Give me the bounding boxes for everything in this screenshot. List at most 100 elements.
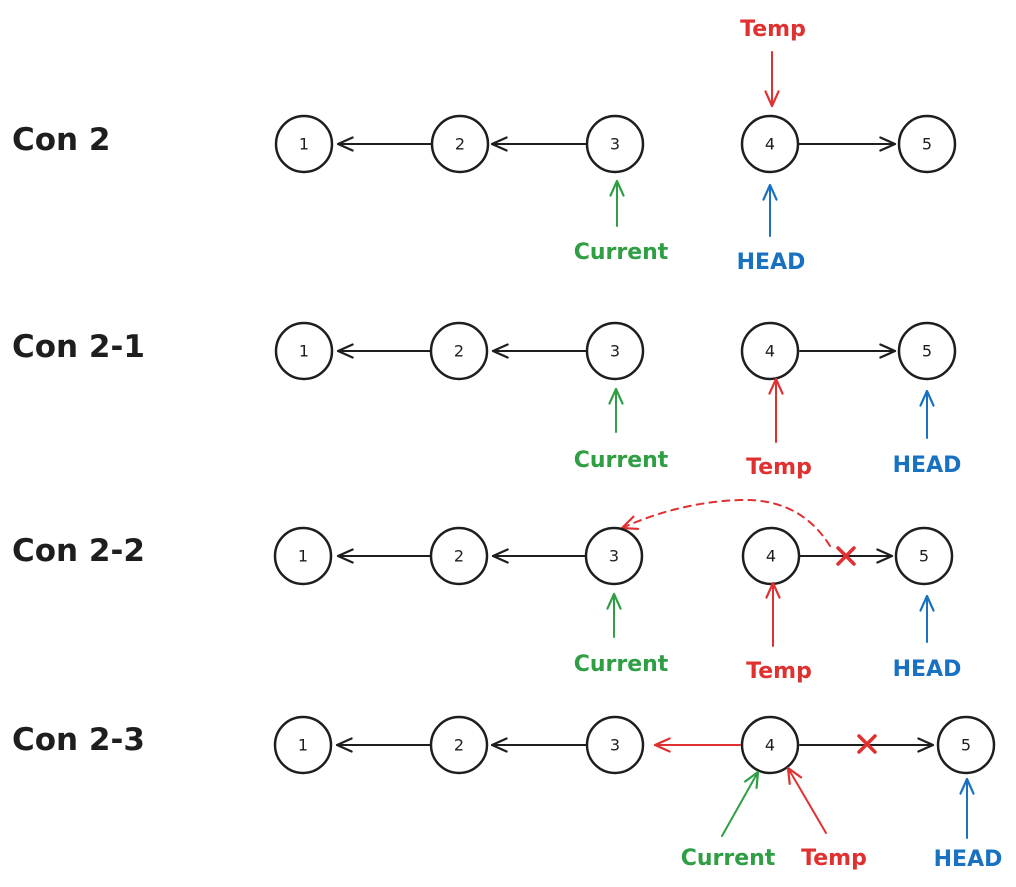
row-4-node-5: 5 bbox=[936, 715, 996, 775]
row-2-node-5-label: 5 bbox=[922, 342, 932, 361]
row-4-node-5-label: 5 bbox=[961, 736, 971, 755]
row-3-current-arrow bbox=[606, 592, 622, 638]
row-2-node-1-label: 1 bbox=[299, 342, 309, 361]
row-3-edge-2-to-1-head bbox=[336, 548, 354, 564]
row-3-broken-link-cross bbox=[836, 546, 856, 566]
row-2-node-3-circle bbox=[585, 321, 645, 381]
row-2-node-1: 1 bbox=[274, 321, 334, 381]
row-4-head-arrow bbox=[959, 777, 975, 839]
row-4-broken-link-cross bbox=[857, 734, 877, 754]
row-2-node-3: 3 bbox=[585, 321, 645, 381]
row-4-broken-link-cross-stroke-b bbox=[857, 734, 877, 754]
row-4-node-1: 1 bbox=[273, 715, 333, 775]
row-3-node-3-circle bbox=[584, 526, 644, 586]
row-4-node-3-circle bbox=[585, 715, 645, 775]
row-3-node-5-label: 5 bbox=[919, 547, 929, 566]
row-1-node-4: 4 bbox=[740, 114, 800, 174]
row-2-edge-3-to-2-head bbox=[491, 343, 509, 359]
row-4-node-1-label: 1 bbox=[298, 736, 308, 755]
row-1-node-2-label: 2 bbox=[455, 135, 465, 154]
row-4-current-arrow-line bbox=[721, 771, 759, 837]
row-4-current-arrow bbox=[721, 770, 760, 837]
row-1-current-arrow-head bbox=[609, 179, 625, 197]
row-2-edge-2-to-1-head bbox=[336, 343, 354, 359]
row-4-edge-4-to-3 bbox=[653, 737, 741, 753]
row-1-current-arrow bbox=[609, 179, 625, 227]
row-1-edge-4-to-5-head bbox=[879, 136, 897, 152]
row-3-node-1-circle bbox=[273, 526, 333, 586]
row-2-edge-2-to-1 bbox=[336, 343, 432, 359]
row-4-temp-arrow bbox=[786, 766, 827, 834]
row-3-node-4: 4 bbox=[741, 526, 801, 586]
row-1-node-3: 3 bbox=[585, 114, 645, 174]
row-3-edge-4-to-5-head bbox=[876, 548, 894, 564]
row-4-node-2-label: 2 bbox=[454, 736, 464, 755]
row-3-dashed-reverse-arrow bbox=[620, 498, 831, 547]
row-2-node-2-circle bbox=[429, 321, 489, 381]
row-2-node-1-circle bbox=[274, 321, 334, 381]
row-1-edge-4-to-5 bbox=[798, 136, 897, 152]
row-3-node-2: 2 bbox=[429, 526, 489, 586]
row-4-pointer-temp-label: Temp bbox=[801, 846, 867, 871]
row-4-edge-3-to-2-head bbox=[490, 737, 508, 753]
row-2-edge-3-to-2 bbox=[491, 343, 588, 359]
row-4-node-4-label: 4 bbox=[765, 736, 775, 755]
row-3-temp-arrow-head bbox=[765, 581, 781, 599]
row-1-pointer-temp-label: Temp bbox=[740, 17, 806, 42]
row-1-edge-3-to-2 bbox=[490, 136, 588, 152]
row-3-edge-3-to-2-head bbox=[491, 548, 509, 564]
row-3-node-1: 1 bbox=[273, 526, 333, 586]
row-3-title: Con 2-2 bbox=[12, 533, 145, 569]
row-3-pointer-head-label: HEAD bbox=[893, 657, 962, 682]
row-3-edge-2-to-1 bbox=[336, 548, 432, 564]
row-4-edge-2-to-1-head bbox=[335, 737, 353, 753]
row-1-node-2: 2 bbox=[430, 114, 490, 174]
row-4-node-1-circle bbox=[273, 715, 333, 775]
row-2-head-arrow-head bbox=[919, 389, 935, 407]
row-1-node-5-circle bbox=[897, 114, 957, 174]
row-4-temp-arrow-head bbox=[786, 766, 803, 786]
row-4-node-2-circle bbox=[429, 715, 489, 775]
row-2-edge-4-to-5-head bbox=[879, 343, 897, 359]
row-2-node-5: 5 bbox=[897, 321, 957, 381]
row-4-pointer-current-label: Current bbox=[681, 846, 776, 871]
row-2-node-5-circle bbox=[897, 321, 957, 381]
row-2-node-4-circle bbox=[740, 321, 800, 381]
row-4-node-5-circle bbox=[936, 715, 996, 775]
row-2-node-2-label: 2 bbox=[454, 342, 464, 361]
row-2-temp-arrow bbox=[768, 377, 784, 443]
row-1-title: Con 2 bbox=[12, 122, 110, 158]
row-2-current-arrow-head bbox=[608, 387, 624, 405]
row-1-node-3-circle bbox=[585, 114, 645, 174]
row-3-current-arrow-head bbox=[606, 592, 622, 610]
row-4-temp-arrow-line bbox=[787, 767, 827, 834]
row-2-node-2: 2 bbox=[429, 321, 489, 381]
row-1-node-5-label: 5 bbox=[922, 135, 932, 154]
row-3-broken-link-cross-stroke-b bbox=[836, 546, 856, 566]
row-2-current-arrow bbox=[608, 387, 624, 433]
row-4-pointer-head-label: HEAD bbox=[934, 847, 1003, 872]
row-4-current-arrow-head bbox=[744, 770, 760, 790]
row-2-edge-4-to-5 bbox=[799, 343, 897, 359]
row-1-head-arrow-head bbox=[762, 183, 778, 201]
row-4-title: Con 2-3 bbox=[12, 722, 145, 758]
row-3-temp-arrow bbox=[765, 581, 781, 647]
row-2-title: Con 2-1 bbox=[12, 329, 145, 365]
row-3-node-1-label: 1 bbox=[298, 547, 308, 566]
row-4-edge-4-to-3-head bbox=[653, 737, 671, 753]
row-4-edge-4-to-5-head bbox=[917, 737, 935, 753]
row-1-edge-2-to-1 bbox=[336, 136, 433, 152]
row-4-head-arrow-head bbox=[959, 777, 975, 795]
row-2-head-arrow bbox=[919, 389, 935, 439]
row-3-node-5: 5 bbox=[894, 526, 954, 586]
row-3-head-arrow bbox=[919, 594, 935, 643]
row-4-node-3-label: 3 bbox=[610, 736, 620, 755]
row-1-edge-2-to-1-head bbox=[336, 136, 354, 152]
row-4-node-3: 3 bbox=[585, 715, 645, 775]
row-2-node-4-label: 4 bbox=[765, 342, 775, 361]
row-4-edge-2-to-1 bbox=[335, 737, 432, 753]
row-1-node-1: 1 bbox=[274, 114, 334, 174]
row-3-head-arrow-head bbox=[919, 594, 935, 612]
row-1-node-1-label: 1 bbox=[299, 135, 309, 154]
row-4-node-2: 2 bbox=[429, 715, 489, 775]
